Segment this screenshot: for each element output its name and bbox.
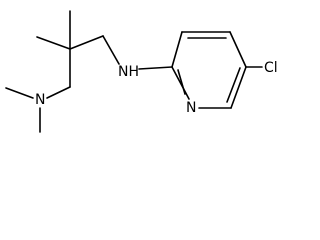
ring-bond-n-c2 <box>171 66 190 100</box>
ring-bond-c5-c6 <box>230 66 247 109</box>
ring-bond-c2-c3 <box>171 31 183 68</box>
ring-double-c5-c6 <box>226 67 241 103</box>
atom-label-amine-n: N <box>35 92 45 108</box>
bond-ch2-nh <box>102 35 120 65</box>
atom-label-pyridine-n: N <box>186 100 196 116</box>
bond-n-ch2 <box>46 86 71 99</box>
bond-methyl-upper-n <box>5 87 34 99</box>
atom-label-chloro: Cl <box>264 60 278 76</box>
ring-double-n-c2 <box>177 69 186 95</box>
bond-cq-methyl-left <box>36 36 71 50</box>
bond-cq-ch2 <box>69 35 104 50</box>
atom-label-nh: NH <box>118 64 139 80</box>
ring-bond-c4-c5 <box>229 31 247 68</box>
molecule-diagram: N NH N Cl <box>5 10 278 133</box>
bond-nh-pyridine <box>138 66 173 70</box>
structure-canvas: N NH N Cl <box>5 10 278 133</box>
